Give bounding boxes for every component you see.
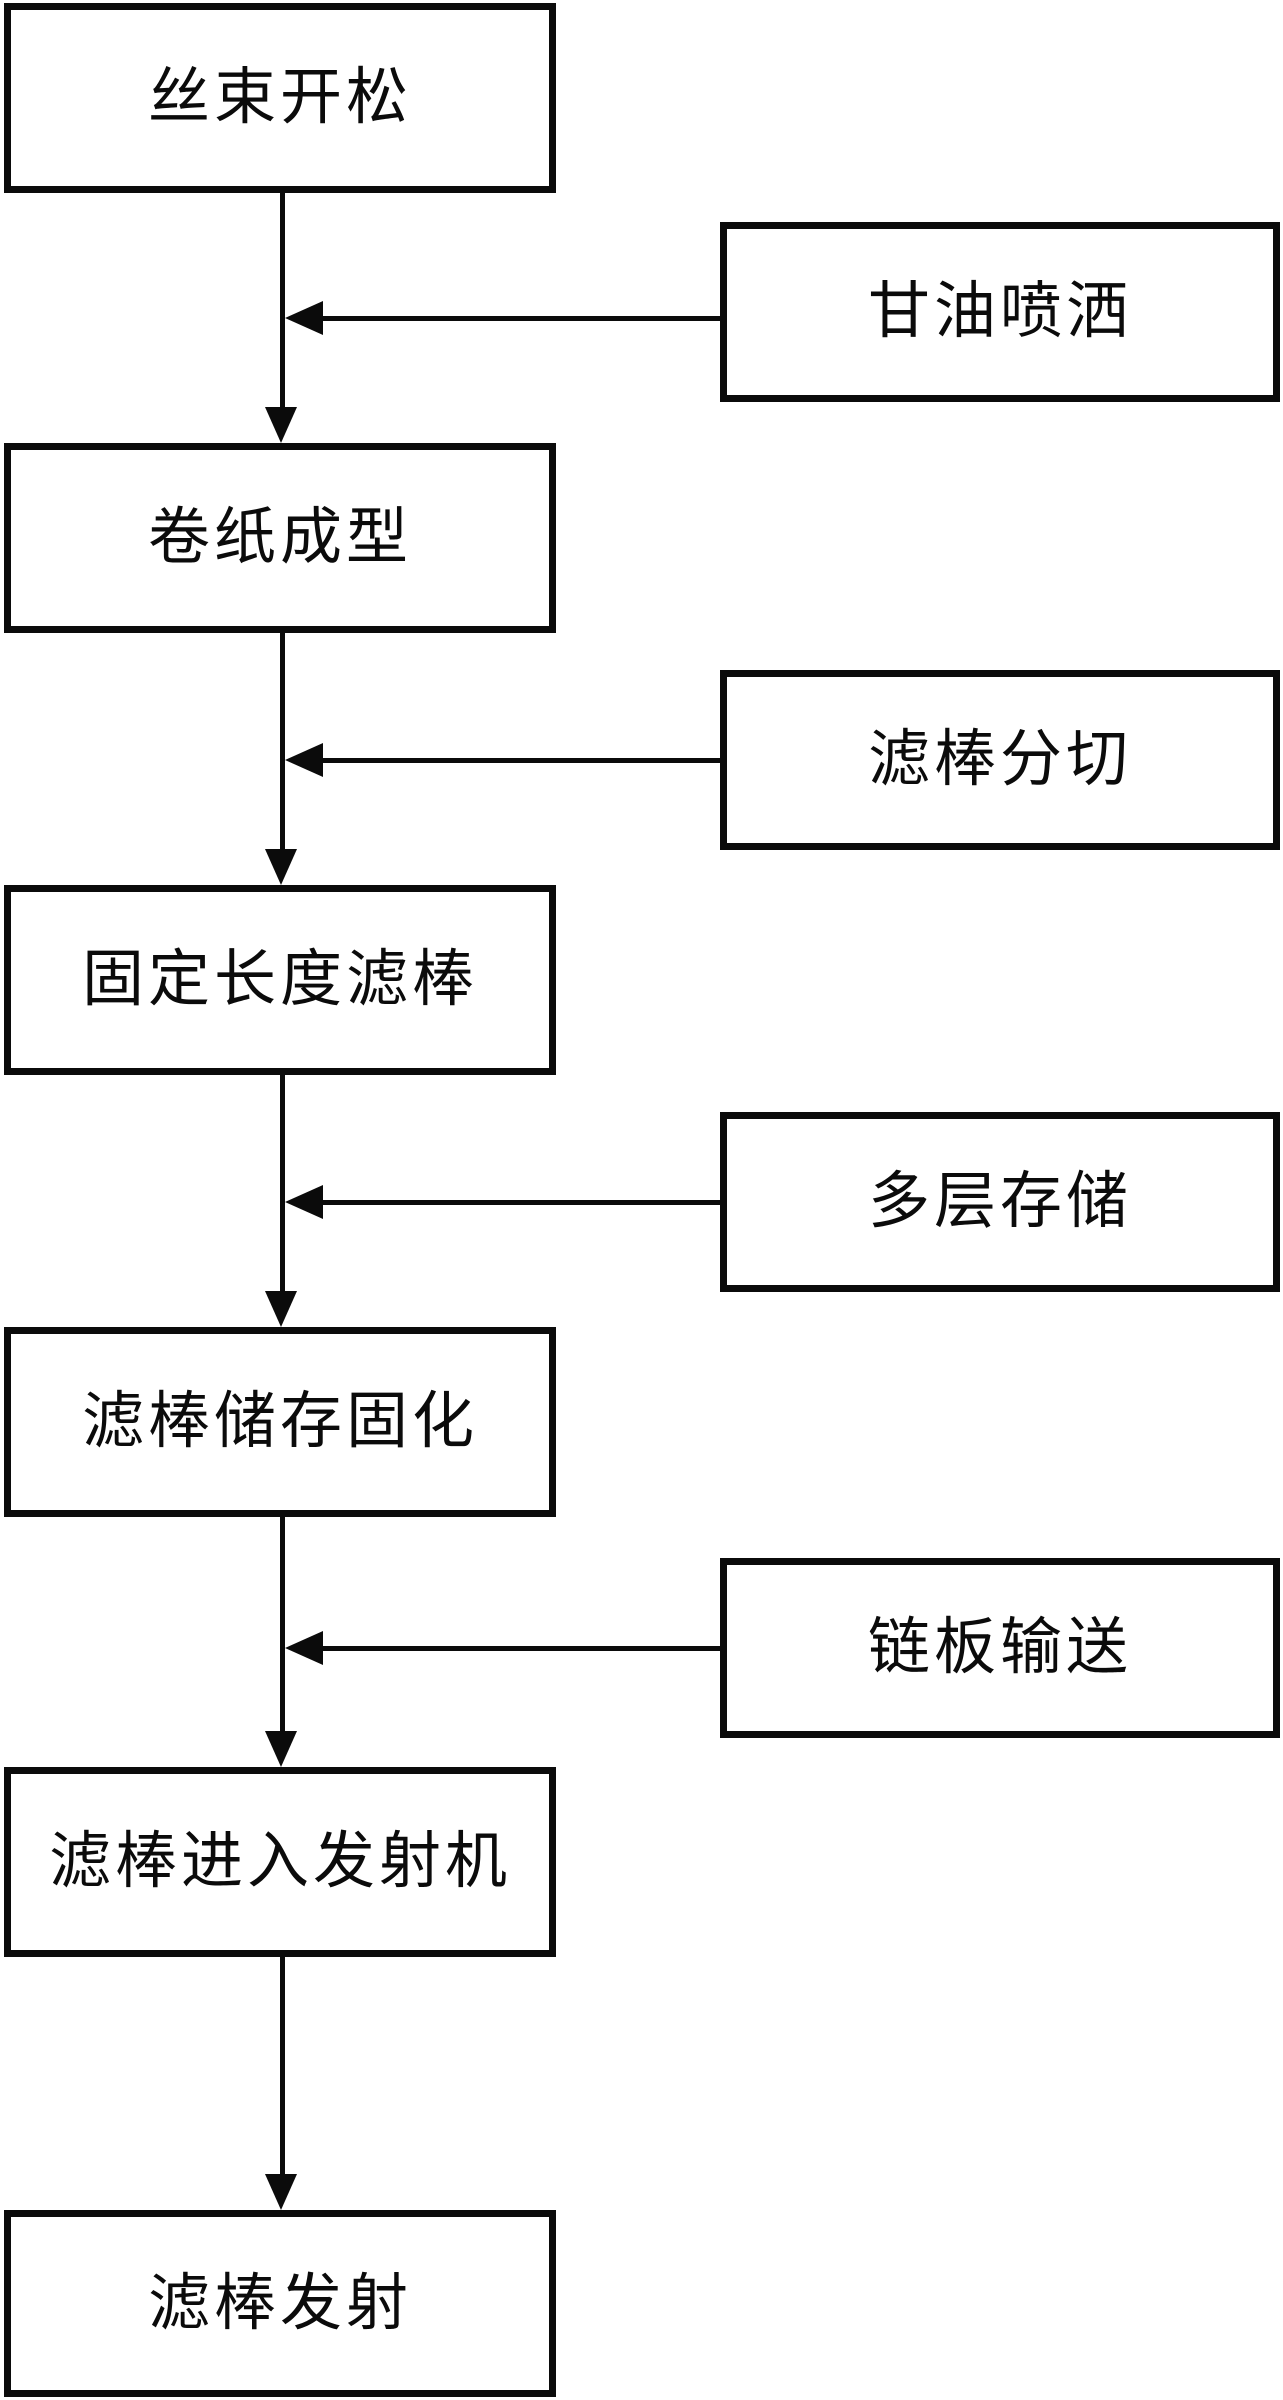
flow-step-1-box: 丝束开松 — [4, 3, 556, 193]
arrow-down-icon-step6 — [265, 2174, 297, 2210]
arrow-down-icon-step2 — [265, 407, 297, 443]
connector-line-step3-step4 — [280, 1075, 285, 1295]
side-input-3-box: 多层存储 — [720, 1112, 1280, 1292]
arrow-down-icon-step3 — [265, 849, 297, 885]
flow-step-5-box: 滤棒进入发射机 — [4, 1767, 556, 1957]
arrow-left-icon-side2 — [285, 743, 323, 777]
flow-step-5-label: 滤棒进入发射机 — [48, 1827, 511, 1896]
side-input-2-box: 滤棒分切 — [720, 670, 1280, 850]
side-input-4-box: 链板输送 — [720, 1558, 1280, 1738]
side-input-3-label: 多层存储 — [867, 1167, 1132, 1236]
arrow-left-icon-side3 — [285, 1185, 323, 1219]
arrow-left-icon-side4 — [285, 1631, 323, 1665]
flow-step-2-label: 卷纸成型 — [147, 503, 412, 572]
connector-line-side4 — [308, 1646, 722, 1651]
flow-step-3-box: 固定长度滤棒 — [4, 885, 556, 1075]
flow-step-1-label: 丝束开松 — [147, 63, 412, 132]
arrow-down-icon-step4 — [265, 1291, 297, 1327]
flow-step-2-box: 卷纸成型 — [4, 443, 556, 633]
arrow-down-icon-step5 — [265, 1731, 297, 1767]
flow-step-4-label: 滤棒储存固化 — [81, 1387, 478, 1456]
side-input-4-label: 链板输送 — [867, 1613, 1132, 1682]
side-input-1-box: 甘油喷洒 — [720, 222, 1280, 402]
connector-line-side1 — [308, 316, 722, 321]
connector-line-step5-step6 — [280, 1957, 285, 2178]
side-input-2-label: 滤棒分切 — [867, 725, 1132, 794]
connector-line-step2-step3 — [280, 633, 285, 853]
flow-step-6-label: 滤棒发射 — [147, 2268, 412, 2338]
flow-step-3-label: 固定长度滤棒 — [81, 945, 478, 1014]
connector-line-step1-step2 — [280, 193, 285, 411]
flow-step-4-box: 滤棒储存固化 — [4, 1327, 556, 1517]
connector-line-step4-step5 — [280, 1517, 285, 1735]
arrow-left-icon-side1 — [285, 301, 323, 335]
side-input-1-label: 甘油喷洒 — [867, 277, 1132, 346]
connector-line-side3 — [308, 1200, 722, 1205]
connector-line-side2 — [308, 758, 722, 763]
flow-step-6-box: 滤棒发射 — [4, 2210, 556, 2397]
